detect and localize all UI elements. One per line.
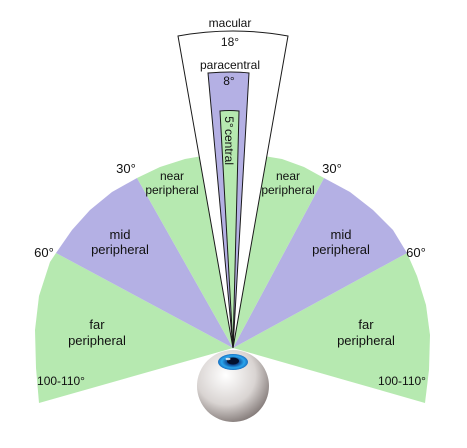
central-wedge	[219, 110, 240, 349]
far-peripheral-right-line1: far	[358, 317, 374, 332]
mid-peripheral-left-line2: peripheral	[91, 242, 149, 257]
far-angle-left: 100-110°	[37, 374, 85, 388]
mid-peripheral-left-line1: mid	[110, 227, 131, 242]
macular-label: macular	[209, 16, 252, 30]
near-angle-left: 30°	[116, 161, 136, 176]
far-peripheral-right-line2: peripheral	[337, 333, 395, 348]
paracentral-angle-label: 8°	[223, 74, 235, 88]
eyeball-icon	[197, 350, 269, 422]
mid-angle-left: 60°	[34, 245, 54, 260]
far-peripheral-left-sector	[35, 253, 233, 403]
paracentral-label: paracentral	[200, 58, 260, 72]
near-peripheral-left-line1: near	[160, 169, 184, 183]
mid-angle-right: 60°	[406, 245, 426, 260]
near-peripheral-right-line1: near	[276, 169, 300, 183]
far-peripheral-right-sector	[233, 253, 430, 403]
mid-peripheral-right-line1: mid	[331, 227, 352, 242]
near-peripheral-right-line2: peripheral	[261, 183, 314, 197]
mid-peripheral-right-sector	[233, 178, 407, 348]
central-label: central	[222, 129, 236, 165]
mid-peripheral-left-sector	[56, 178, 233, 348]
near-peripheral-left-line2: peripheral	[145, 183, 198, 197]
mid-peripheral-right-line2: peripheral	[312, 242, 370, 257]
near-angle-right: 30°	[322, 161, 342, 176]
far-peripheral-left-line1: far	[89, 317, 105, 332]
far-peripheral-left-line2: peripheral	[68, 333, 126, 348]
central-angle-label: 5°	[222, 116, 236, 128]
macular-angle-label: 18°	[221, 35, 239, 49]
far-angle-right: 100-110°	[378, 374, 426, 388]
